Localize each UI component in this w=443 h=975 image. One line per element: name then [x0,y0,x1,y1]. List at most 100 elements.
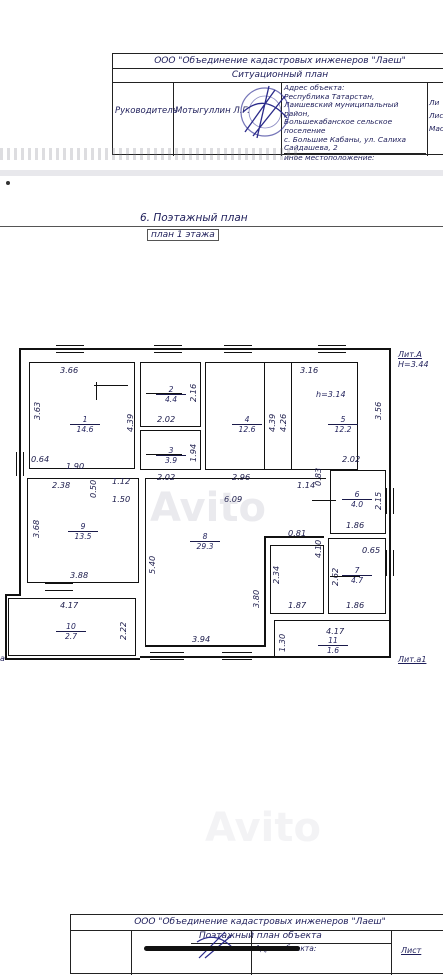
stamp-head-label: Руководитель [115,106,178,116]
stamp-divider-v3 [427,82,428,156]
room-6 [330,470,386,534]
lit-a1-label: Лит.а1 [398,655,427,664]
dim-388: 3.88 [70,570,89,580]
room-8-right [264,536,266,646]
window-10 [222,652,252,660]
dim-065: 0.65 [362,545,381,555]
dim-202a: 2.02 [157,414,176,424]
wall-top [19,348,391,350]
room-7 [328,538,386,614]
room-8-top-right [264,536,324,538]
dim-186b: 1.86 [346,600,365,610]
corridor [270,545,324,614]
wall-right [389,348,391,658]
room-1 [29,362,135,469]
room-3 [140,430,201,470]
dim-296: 2.96 [232,472,251,482]
window-3 [224,345,252,353]
footer-divider-v2 [251,930,252,975]
watermark: Avito [150,485,266,531]
dim-417a: 4.17 [60,600,79,610]
dim-081: 0.81 [288,528,307,538]
leader-1 [96,382,97,400]
stamp-head-name: Мотыгуллин Л.Г. [175,106,250,116]
page-break-mark [6,181,10,185]
h-note: h=3.14 [316,390,346,399]
room-10 [8,598,136,656]
dim-187: 1.87 [288,600,307,610]
window-4 [318,345,346,353]
leader-3 [146,393,182,394]
dim-215: 2.15 [373,491,383,510]
footer-org: ООО "Объединение кадастровых инженеров "… [134,917,386,927]
room-5 [264,362,358,470]
stamp-doctype: Ситуационный план [231,70,329,80]
dim-394: 3.94 [192,634,211,644]
dim-417b: 4.17 [326,626,345,636]
room-8 [145,478,326,647]
window-5 [16,452,24,476]
leader-5 [312,500,336,501]
dim-186a: 1.86 [346,520,365,530]
room-11 [274,620,390,658]
footer-org-row: ООО "Объединение кадастровых инженеров "… [71,915,443,931]
leader-4 [146,454,182,455]
dim-238: 2.38 [52,480,71,490]
window-9 [150,652,184,660]
dim-083: 0.83 [313,467,323,486]
dim-202b: 2.02 [157,472,176,482]
lit-left-label: а [0,654,5,663]
stamp-org: ООО "Объединение кадастровых инженеров "… [154,56,406,66]
room-8-bottom [145,645,266,647]
dim-540: 5.40 [147,555,157,574]
dim-150: 1.50 [112,494,131,504]
wall-porch-step [5,594,21,596]
page-break [0,170,443,176]
dim-439a: 4.39 [125,413,135,432]
stamp-address: Адрес объекта: Республика Татарстан, Лаи… [284,83,426,162]
dim-190: 1.90 [66,461,85,471]
leader-6 [330,576,360,577]
section-title-underline [0,226,443,227]
room-9 [27,478,139,583]
window-2 [154,345,182,353]
room-2 [140,362,201,427]
dim-410: 4.10 [313,539,323,558]
dim-439b: 4.39 [267,413,277,432]
section-title: 6. Поэтажный план [140,212,248,224]
wall-bottom-left [5,658,140,660]
dim-234: 2.34 [271,565,281,584]
home-indicator[interactable] [144,946,300,951]
footer-signature-icon [196,931,234,959]
stamp-side-labels: Ли Лист Масш [429,98,443,133]
dim-112: 1.12 [112,476,131,486]
lit-a-label: Лит.А [398,350,422,359]
footer-divider-v3 [391,930,392,975]
window-6 [45,583,73,591]
wall-bottom-main [140,656,391,658]
footer-side-label: Лист [401,946,422,955]
dim-114: 1.14 [297,480,316,490]
dim-222: 2.22 [118,621,128,640]
stamp-org-row: ООО "Объединение кадастровых инженеров "… [113,54,443,69]
leader-2 [94,385,128,386]
dim-368: 3.68 [31,519,41,538]
room-4 [205,362,292,470]
stamp-doctype-row: Ситуационный план [113,68,443,83]
footer-doctype-line [191,943,391,944]
dim-202c: 2.02 [342,454,361,464]
scan-noise [0,148,300,160]
wall-left [19,348,21,594]
window-8 [386,550,394,576]
top-stamp: ООО "Объединение кадастровых инженеров "… [112,53,443,161]
window-7 [386,488,394,514]
dim-363: 3.63 [32,401,42,420]
watermark-lower: Avito [205,805,321,851]
bottom-stamp: ООО "Объединение кадастровых инженеров "… [70,914,443,975]
